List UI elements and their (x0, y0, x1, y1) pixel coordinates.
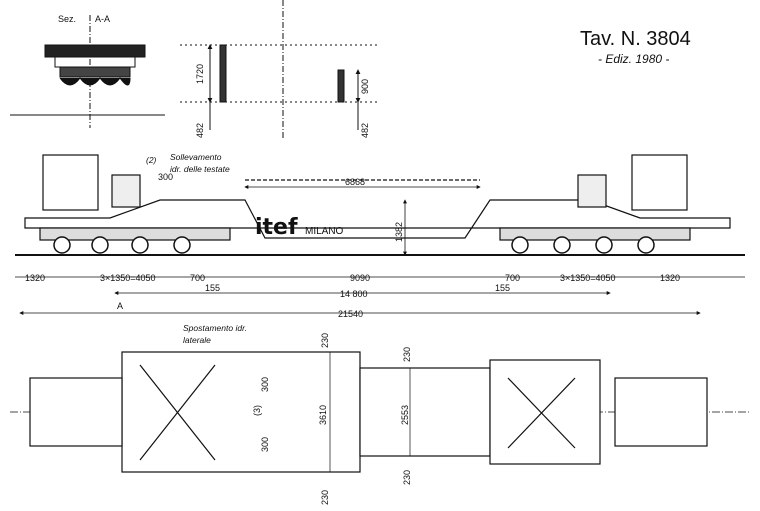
lift-marker: (2) (146, 155, 157, 165)
dim-900: 900 (360, 79, 370, 94)
dim-300: 300 (158, 172, 173, 182)
lift-note-line2: idr. delle testate (170, 164, 230, 174)
plan-3610: 3610 (318, 405, 328, 425)
dim-1320-right: 1320 (660, 273, 680, 283)
dim-1320-left: 1320 (25, 273, 45, 283)
section-mark-a: A (117, 301, 123, 311)
plan-lateral-marker: (3) (252, 405, 262, 416)
dim-21540: 21540 (338, 309, 363, 319)
dim-155-right: 155 (495, 283, 510, 293)
plan-230-top-right: 230 (402, 347, 412, 362)
dim-700-left: 700 (190, 273, 205, 283)
shift-note-line2: laterale (183, 335, 211, 345)
section-view (10, 15, 165, 128)
plan-2553: 2553 (400, 405, 410, 425)
dim-3x1350-left: 3×1350=4050 (100, 273, 156, 283)
lift-note-line1: Sollevamento (170, 152, 222, 162)
dim-14800: 14 800 (340, 289, 368, 299)
section-name: A-A (95, 14, 110, 24)
plan-230-bottom-right: 230 (402, 470, 412, 485)
elevation-dim-lines (15, 185, 745, 315)
wheelset-group (53, 236, 655, 254)
plan-300-upper: 300 (260, 377, 270, 392)
dim-700-right: 700 (505, 273, 520, 283)
plate-title: Tav. N. 3804 (580, 28, 691, 50)
brand-city: MILANO (305, 226, 344, 237)
section-label: Sez. (58, 14, 76, 24)
edition-label: - Ediz. 1980 - (598, 52, 669, 66)
dim-9090: 9090 (350, 273, 370, 283)
plan-230-bottom-left: 230 (320, 490, 330, 505)
shift-note-line1: Spostamento idr. (183, 323, 247, 333)
upper-dimension-view (180, 0, 380, 140)
dim-1720: 1720 (195, 64, 205, 84)
dim-155-left: 155 (205, 283, 220, 293)
dim-1382: 1382 (394, 222, 404, 242)
dim-482-right: 482 (360, 123, 370, 138)
plan-300-lower: 300 (260, 437, 270, 452)
dim-3x1350-right: 3×1350=4050 (560, 273, 616, 283)
plan-view (10, 351, 750, 473)
brand-logo: itef (255, 215, 298, 240)
plan-230-top-left: 230 (320, 333, 330, 348)
dim-482-left: 482 (195, 123, 205, 138)
dim-6868: 6868 (345, 177, 365, 187)
side-elevation (15, 154, 745, 256)
